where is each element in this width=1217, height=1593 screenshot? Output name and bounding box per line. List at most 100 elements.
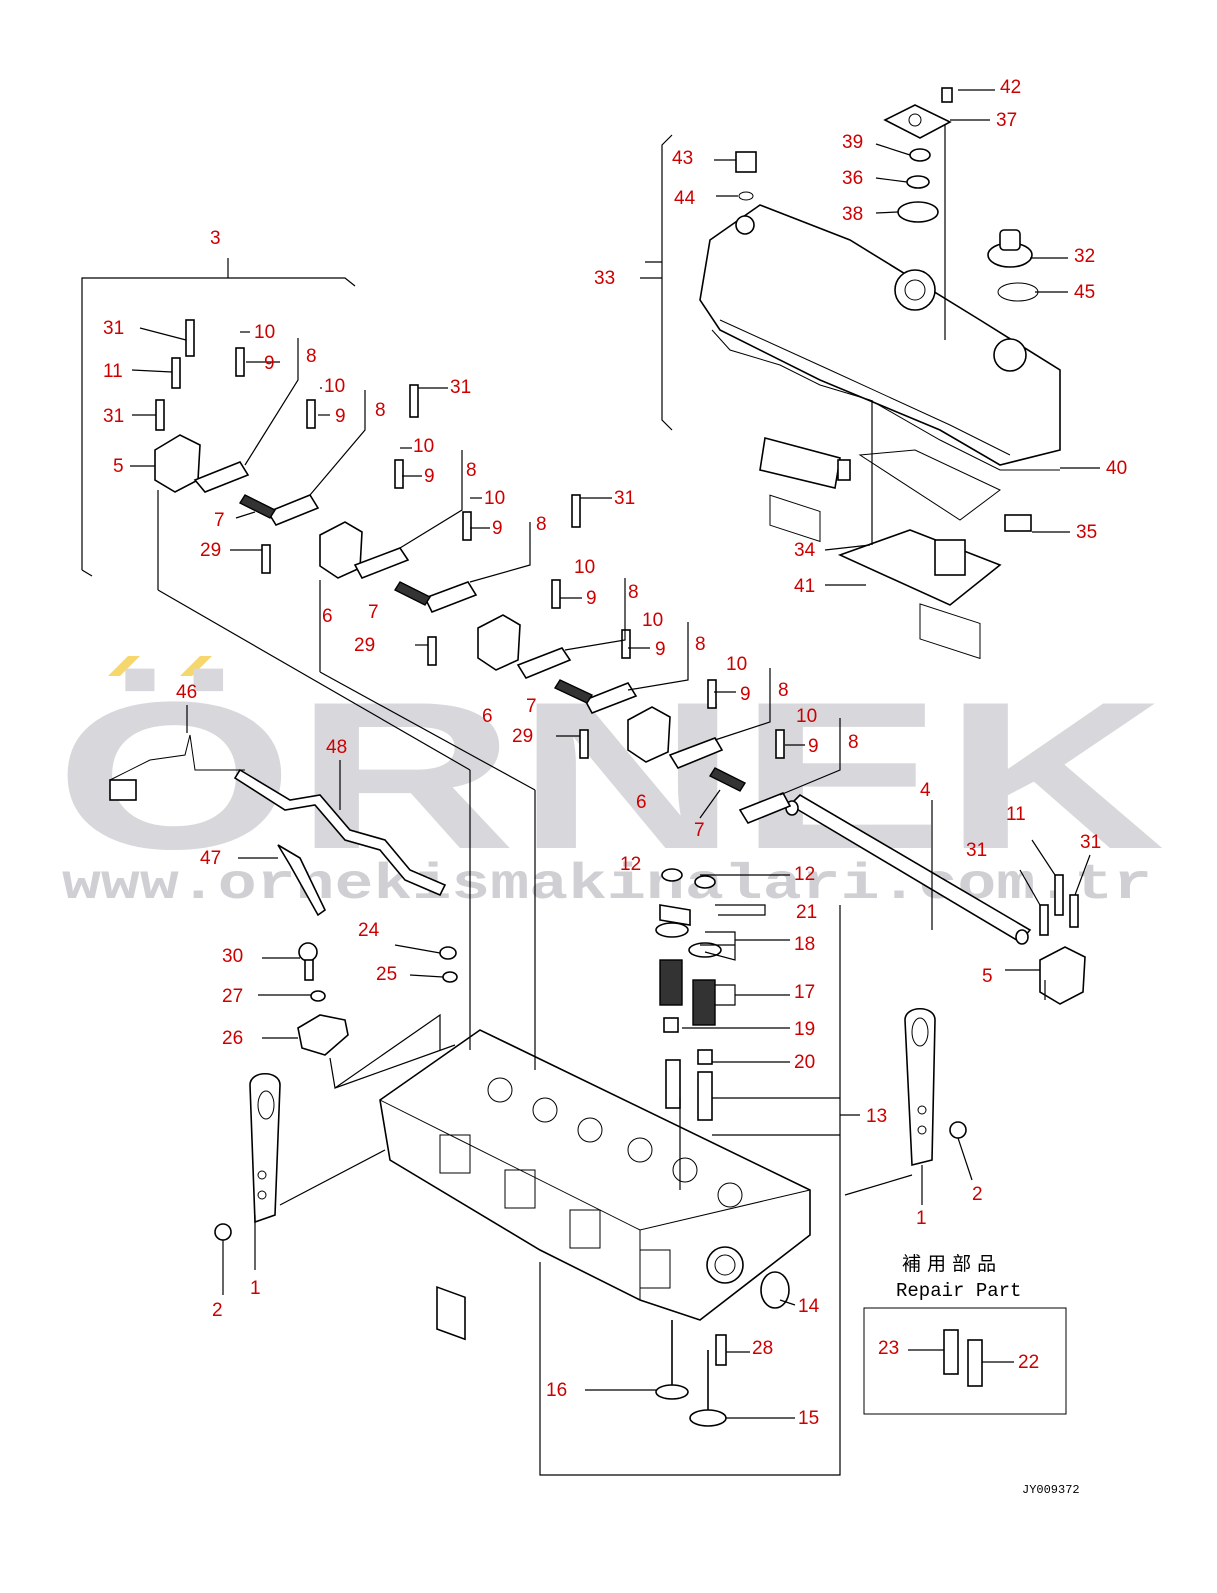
callout-47: 47	[200, 848, 221, 869]
glow-plug-lead	[109, 734, 447, 917]
callout-9: 9	[740, 684, 751, 705]
rocker-springs	[238, 494, 747, 792]
callout-9: 9	[264, 353, 275, 374]
callout-8: 8	[536, 514, 547, 535]
small-fasteners	[155, 319, 1079, 936]
callout-29: 29	[200, 540, 221, 561]
callout-42: 42	[1000, 77, 1021, 98]
callout-8: 8	[778, 680, 789, 701]
watermark-accent-right	[180, 656, 212, 676]
callout-38: 38	[842, 204, 863, 225]
callout-10: 10	[726, 654, 747, 675]
callout-10: 10	[324, 376, 345, 397]
callout-12: 12	[620, 854, 641, 875]
callout-39: 39	[842, 132, 863, 153]
callout-36: 36	[842, 168, 863, 189]
rocker-supports	[154, 434, 1086, 1005]
oil-filler-cap	[987, 229, 1039, 302]
callout-31: 31	[103, 406, 124, 427]
callout-7: 7	[368, 602, 379, 623]
callout-9: 9	[808, 736, 819, 757]
callout-9: 9	[335, 406, 346, 427]
lifting-hooks	[214, 1007, 967, 1241]
callout-1: 1	[916, 1208, 927, 1229]
callout-7: 7	[526, 696, 537, 717]
valve-cover-gasket	[711, 329, 1060, 521]
callout-45: 45	[1074, 282, 1095, 303]
valve-train	[655, 868, 790, 1427]
callout-29: 29	[354, 635, 375, 656]
clamp-parts	[297, 942, 458, 1056]
callout-2: 2	[972, 1184, 983, 1205]
callout-13: 13	[866, 1106, 887, 1127]
callout-41: 41	[794, 576, 815, 597]
callout-18: 18	[794, 934, 815, 955]
callout-31: 31	[1080, 832, 1101, 853]
callout-9: 9	[492, 518, 503, 539]
drawing-code: JY009372	[1022, 1483, 1080, 1497]
callout-25: 25	[376, 964, 397, 985]
callout-5: 5	[113, 456, 124, 477]
callout-29: 29	[512, 726, 533, 747]
callout-7: 7	[214, 510, 225, 531]
callout-14: 14	[798, 1296, 820, 1317]
callout-8: 8	[848, 732, 859, 753]
callout-6: 6	[322, 606, 333, 627]
callout-9: 9	[586, 588, 597, 609]
breather-cover-plate	[837, 529, 1002, 606]
callouts: 3 31 11 31 5 7 29 10 9 8 10 9 8 31 10 9 …	[103, 77, 1127, 1429]
repair-title-en: Repair Part	[896, 1280, 1021, 1302]
callout-11: 11	[1006, 804, 1026, 825]
callout-31: 31	[103, 318, 124, 339]
callout-44: 44	[674, 188, 696, 209]
callout-31: 31	[614, 488, 635, 509]
rocker-arms	[193, 461, 792, 824]
callout-8: 8	[628, 582, 639, 603]
callout-31: 31	[450, 377, 471, 398]
callout-35: 35	[1076, 522, 1097, 543]
callout-24: 24	[358, 920, 380, 941]
callout-15: 15	[798, 1408, 819, 1429]
sealant-tube	[759, 436, 851, 489]
callout-32: 32	[1074, 246, 1095, 267]
callout-12: 12	[794, 864, 815, 885]
callout-10: 10	[574, 557, 595, 578]
callout-21: 21	[796, 902, 817, 923]
callout-10: 10	[484, 488, 505, 509]
valve-cover	[699, 204, 1061, 660]
callout-1: 1	[250, 1278, 261, 1299]
cylinder-head	[379, 1029, 811, 1341]
callout-11: 11	[103, 361, 123, 382]
callout-27: 27	[222, 986, 243, 1007]
watermark-accent-left	[108, 656, 140, 676]
callout-16: 16	[546, 1380, 567, 1401]
callout-10: 10	[413, 436, 434, 457]
callout-8: 8	[695, 634, 706, 655]
callout-31: 31	[966, 840, 987, 861]
callout-34: 34	[794, 540, 816, 561]
callout-37: 37	[996, 110, 1017, 131]
callout-7: 7	[694, 820, 705, 841]
callout-26: 26	[222, 1028, 243, 1049]
head-valve-seats	[487, 1077, 743, 1208]
callout-46: 46	[176, 682, 197, 703]
callout-9: 9	[655, 639, 666, 660]
callout-40: 40	[1106, 458, 1127, 479]
callout-22: 22	[1018, 1352, 1039, 1373]
callout-30: 30	[222, 946, 243, 967]
callout-10: 10	[254, 322, 275, 343]
callout-8: 8	[466, 460, 477, 481]
rocker-shaft	[785, 793, 1032, 945]
callout-28: 28	[752, 1338, 773, 1359]
callout-17: 17	[794, 982, 815, 1003]
callout-20: 20	[794, 1052, 815, 1073]
callout-23: 23	[878, 1338, 899, 1359]
repair-title-jp: 補 用 部 品	[902, 1253, 996, 1275]
breather-parts	[883, 87, 953, 223]
leader-lines	[130, 89, 1100, 1419]
rubber-pad	[1004, 514, 1032, 532]
group-brackets	[81, 134, 860, 1476]
drain-plug	[735, 151, 757, 201]
callout-10: 10	[796, 706, 817, 727]
